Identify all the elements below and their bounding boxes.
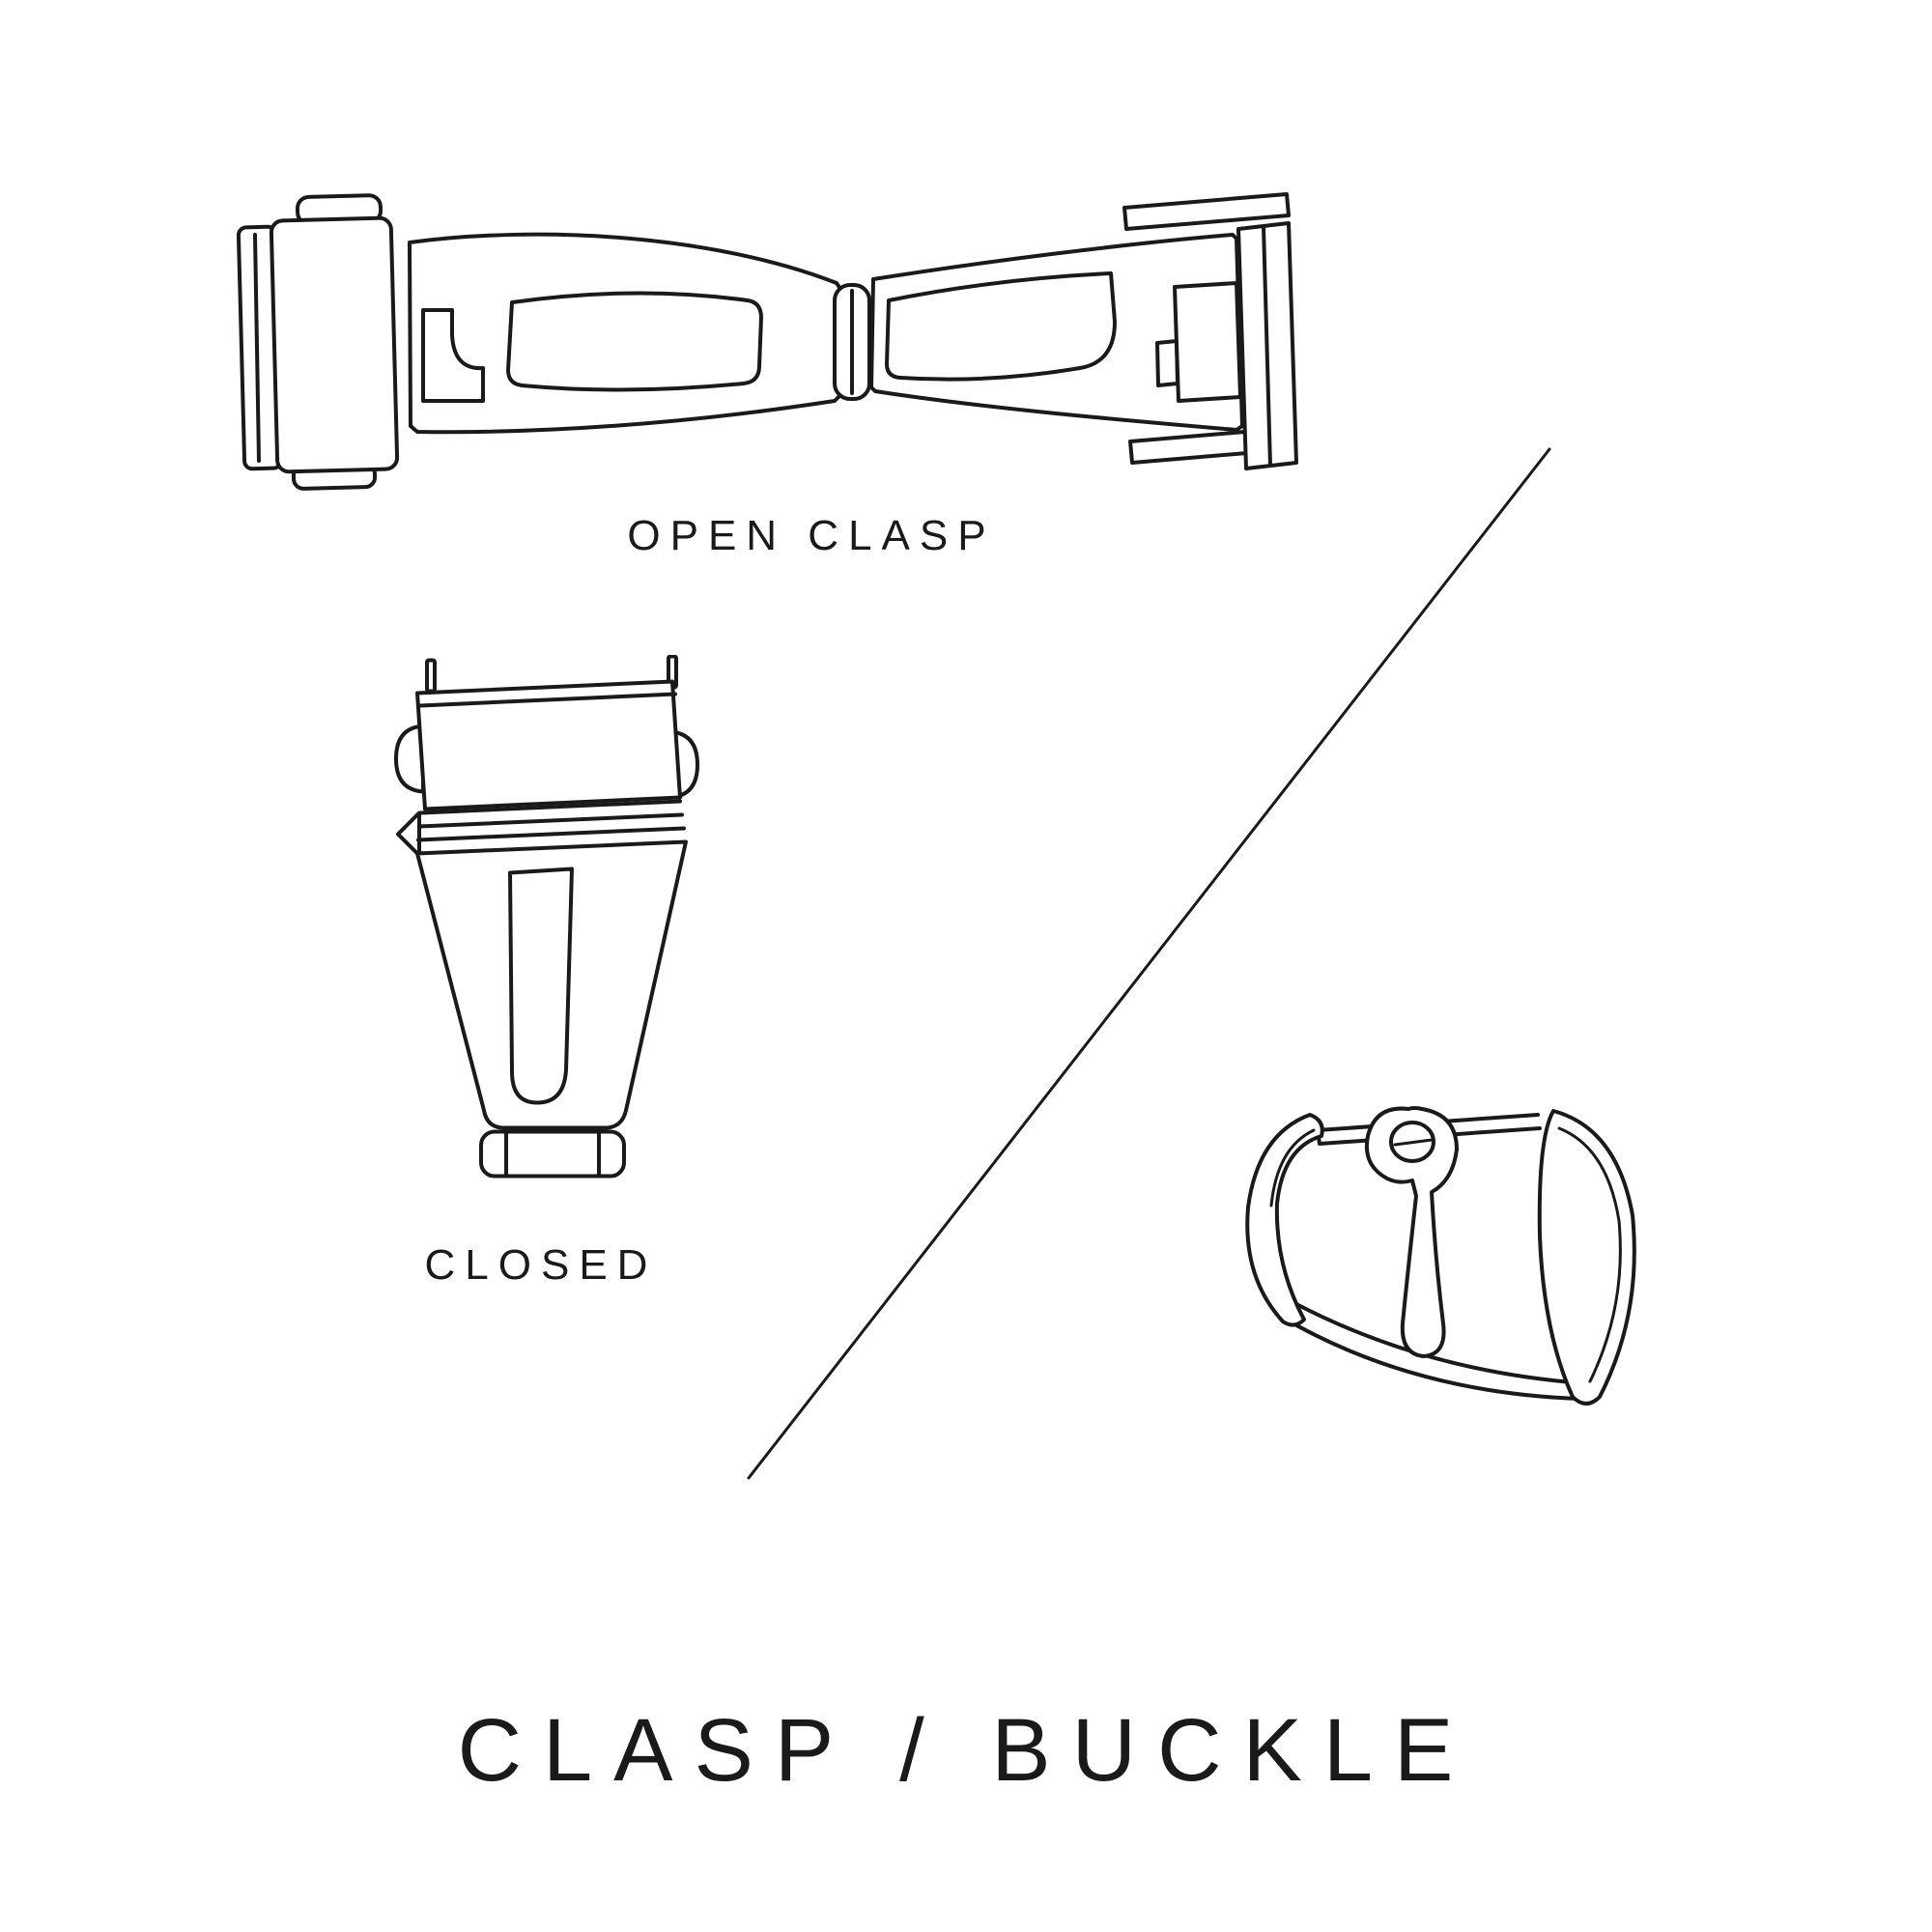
- top-plate-line: [418, 692, 677, 708]
- left-frame-band-line: [1269, 1128, 1316, 1208]
- tang-buckle-drawing: [1245, 1106, 1636, 1406]
- right-top-strip: [1122, 192, 1291, 231]
- clasp-body: [415, 839, 688, 1130]
- left-frame-band: [1245, 1113, 1324, 1327]
- fold-line-3: [416, 826, 686, 842]
- bottom-frame-band: [1281, 1302, 1586, 1401]
- open-clasp-illustration: [220, 179, 1312, 507]
- tang-buckle-illustration: [1238, 1101, 1644, 1420]
- right-frame-band-line: [1557, 1126, 1622, 1383]
- diagram-title: CLASP / BUCKLE: [457, 1701, 1475, 1800]
- keeper: [1173, 281, 1242, 403]
- fold-flap: [396, 810, 421, 858]
- left-prong: [425, 658, 437, 694]
- clasp-body-window: [508, 867, 574, 1105]
- left-blade-window: [506, 291, 763, 392]
- fold-line-2: [417, 812, 684, 829]
- right-terminal-line: [1262, 225, 1272, 468]
- keeper-notch: [1155, 339, 1179, 387]
- left-blade-notch: [421, 308, 485, 403]
- open-clasp-drawing: [236, 192, 1298, 491]
- buckle-pin: [1365, 1106, 1459, 1358]
- open-clasp-label: OPEN CLASP: [627, 512, 996, 559]
- bottom-cap: [479, 1129, 626, 1179]
- top-plate: [415, 679, 682, 811]
- right-blade: [869, 233, 1244, 432]
- right-blade-window: [885, 271, 1117, 382]
- fold-line-1: [419, 799, 682, 815]
- left-terminal-strip-line: [253, 233, 261, 463]
- bar-through-loop: [1393, 1138, 1434, 1147]
- left-terminal-body: [269, 215, 400, 474]
- left-side-tab: [394, 724, 425, 794]
- closed-clasp-drawing: [394, 655, 699, 1179]
- closed-clasp-illustration: [384, 655, 707, 1192]
- closed-clasp-label: CLOSED: [424, 1241, 658, 1289]
